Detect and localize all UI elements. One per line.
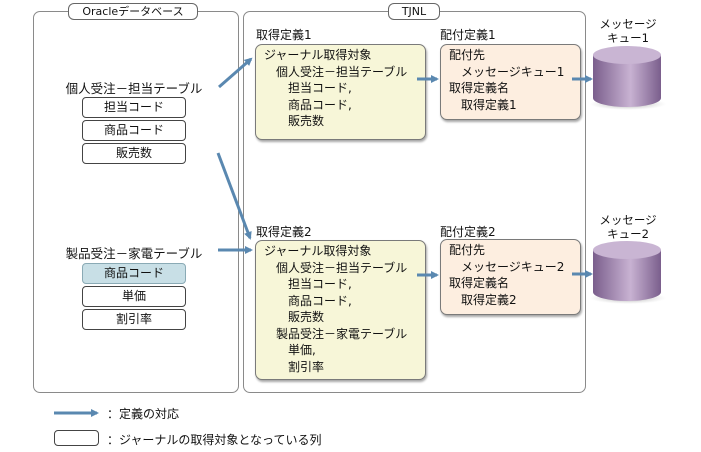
acq-def-2-line: 個人受注－担当テーブル — [276, 260, 408, 275]
queue-2-label-line2: キュー2 — [607, 227, 649, 241]
acq-def-2-title: 取得定義2 — [256, 225, 312, 239]
acq-def-2-box: ジャーナル取得対象 個人受注－担当テーブル 担当コード, 商品コード, 販売数 … — [255, 240, 426, 380]
dist-def-2-box: 配付先 メッセージキュー2 取得定義名 取得定義2 — [440, 239, 581, 315]
acq-def-1-line: ジャーナル取得対象 — [264, 48, 372, 62]
column-shouhin-code: 商品コード — [82, 120, 186, 141]
dist-def-1-line: 配付先 — [449, 48, 486, 62]
legend-arrow-text: ：定義の対応 — [107, 407, 180, 421]
queue-1-label-line1: メッセージ — [599, 17, 657, 31]
acq-def-1-line: 個人受注－担当テーブル — [276, 64, 408, 79]
dist-def-2-line: 配付先 — [449, 243, 486, 257]
acq-def-2-line: ジャーナル取得対象 — [264, 244, 372, 258]
legend-box-text: ：ジャーナルの取得対象となっている列 — [107, 433, 322, 447]
column-shouhin-code-2: 商品コード — [82, 263, 186, 284]
column-tanka: 単価 — [82, 286, 186, 307]
acq-def-2-line: 担当コード, — [288, 277, 352, 291]
column-tantou-code: 担当コード — [82, 97, 186, 118]
dist-def-2-title: 配付定義2 — [440, 225, 496, 239]
acq-def-1-title: 取得定義1 — [256, 28, 312, 42]
queue-2-label-line1: メッセージ — [599, 213, 657, 227]
queue-cylinder-1 — [590, 46, 666, 110]
oracle-db-frame — [33, 11, 239, 393]
dist-def-2-line: メッセージキュー2 — [461, 259, 565, 274]
table-name-1: 個人受注－担当テーブル — [65, 81, 203, 96]
acq-def-2-line: 割引率 — [288, 359, 325, 374]
column-waribikiritsu: 割引率 — [82, 309, 186, 330]
acq-def-1-line: 商品コード, — [288, 97, 352, 112]
legend-column-box-icon — [54, 430, 99, 446]
acq-def-1-line: 担当コード, — [288, 81, 352, 95]
acq-def-2-line: 製品受注－家電テーブル — [276, 326, 408, 341]
acq-def-2-line: 商品コード, — [288, 293, 352, 308]
tjnl-label: TJNL — [388, 3, 440, 20]
queue-1-label: メッセージ キュー1 — [588, 17, 668, 45]
dist-def-1-line: メッセージキュー1 — [461, 64, 565, 79]
column-hanbaisuu: 販売数 — [82, 143, 186, 164]
acq-def-1-line: 販売数 — [288, 114, 325, 128]
acq-def-2-line: 販売数 — [288, 310, 325, 324]
dist-def-1-line: 取得定義1 — [461, 97, 517, 112]
queue-cylinder-2 — [590, 241, 666, 304]
dist-def-1-box: 配付先 メッセージキュー1 取得定義名 取得定義1 — [440, 44, 581, 120]
acq-def-2-line: 単価, — [288, 343, 316, 357]
table-name-2: 製品受注－家電テーブル — [65, 246, 203, 261]
queue-1-label-line2: キュー1 — [607, 31, 649, 45]
dist-def-1-line: 取得定義名 — [449, 81, 510, 95]
dist-def-2-line: 取得定義2 — [461, 292, 517, 307]
queue-2-label: メッセージ キュー2 — [588, 213, 668, 241]
dist-def-1-title: 配付定義1 — [440, 28, 496, 42]
dist-def-2-line: 取得定義名 — [449, 276, 510, 290]
oracle-db-label: Oracleデータベース — [68, 3, 198, 20]
acq-def-1-box: ジャーナル取得対象 個人受注－担当テーブル 担当コード, 商品コード, 販売数 — [255, 44, 426, 140]
